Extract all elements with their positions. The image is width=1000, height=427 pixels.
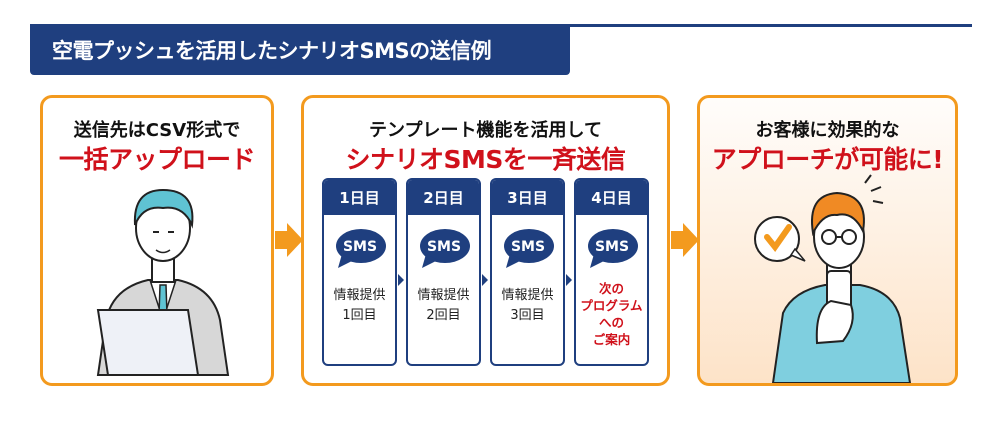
businessman-laptop-illustration [96,188,230,376]
sms-bubble-text: SMS [342,239,378,255]
sms-bubble-text: SMS [510,239,546,255]
day-text: 1回目 [342,308,377,323]
day-label: 1日目 [324,180,395,215]
day-label: 2日目 [408,180,479,215]
step-scenario-heading: シナリオSMSを一斉送信 [345,145,626,174]
sms-bubble-icon: SMS [502,228,554,270]
chevron-right-icon [398,274,404,286]
day-text: 次の [598,281,624,296]
step-scenario-subtitle: テンプレート機能を活用して [369,120,602,141]
day-card: 1日目 SMS 情報提供 1回目 [322,178,397,366]
day-text: 情報提供 [417,288,470,303]
flow-arrow-icon [671,223,699,257]
day-card: 3日目 SMS 情報提供 3回目 [490,178,565,366]
day-card: 4日目 SMS 次のプログラムへのご案内 [574,178,649,366]
day-label: 4日目 [576,180,647,215]
day-text: 2回目 [426,308,461,323]
page-title: 空電プッシュを活用したシナリオSMSの送信例 [30,24,570,75]
sms-bubble-text: SMS [594,239,630,255]
step-result-panel: お客様に効果的な アプローチが可能に! [697,95,958,386]
chevron-right-icon [482,274,488,286]
day-label: 3日目 [492,180,563,215]
step-result-subtitle: お客様に効果的な [755,120,900,141]
sms-bubble-icon: SMS [334,228,386,270]
day-text: への [598,315,624,330]
sms-bubble-text: SMS [426,239,462,255]
customer-smartphone-illustration [754,174,912,383]
step-result-heading: アプローチが可能に! [711,145,944,174]
day-text: 情報提供 [501,288,554,303]
flow-arrow-icon [275,223,303,257]
day-text: 情報提供 [333,288,386,303]
step-upload-heading: 一括アップロード [58,145,256,174]
day-card: 2日目 SMS 情報提供 2回目 [406,178,481,366]
step-upload-panel: 送信先はCSV形式で 一括アップロード [40,95,274,386]
step-upload-subtitle: 送信先はCSV形式で [73,120,241,141]
chevron-right-icon [566,274,572,286]
sms-bubble-icon: SMS [586,228,638,270]
day-text: ご案内 [592,332,631,347]
sms-bubble-icon: SMS [418,228,470,270]
day-text: 3回目 [510,308,545,323]
day-text: プログラム [580,298,643,313]
